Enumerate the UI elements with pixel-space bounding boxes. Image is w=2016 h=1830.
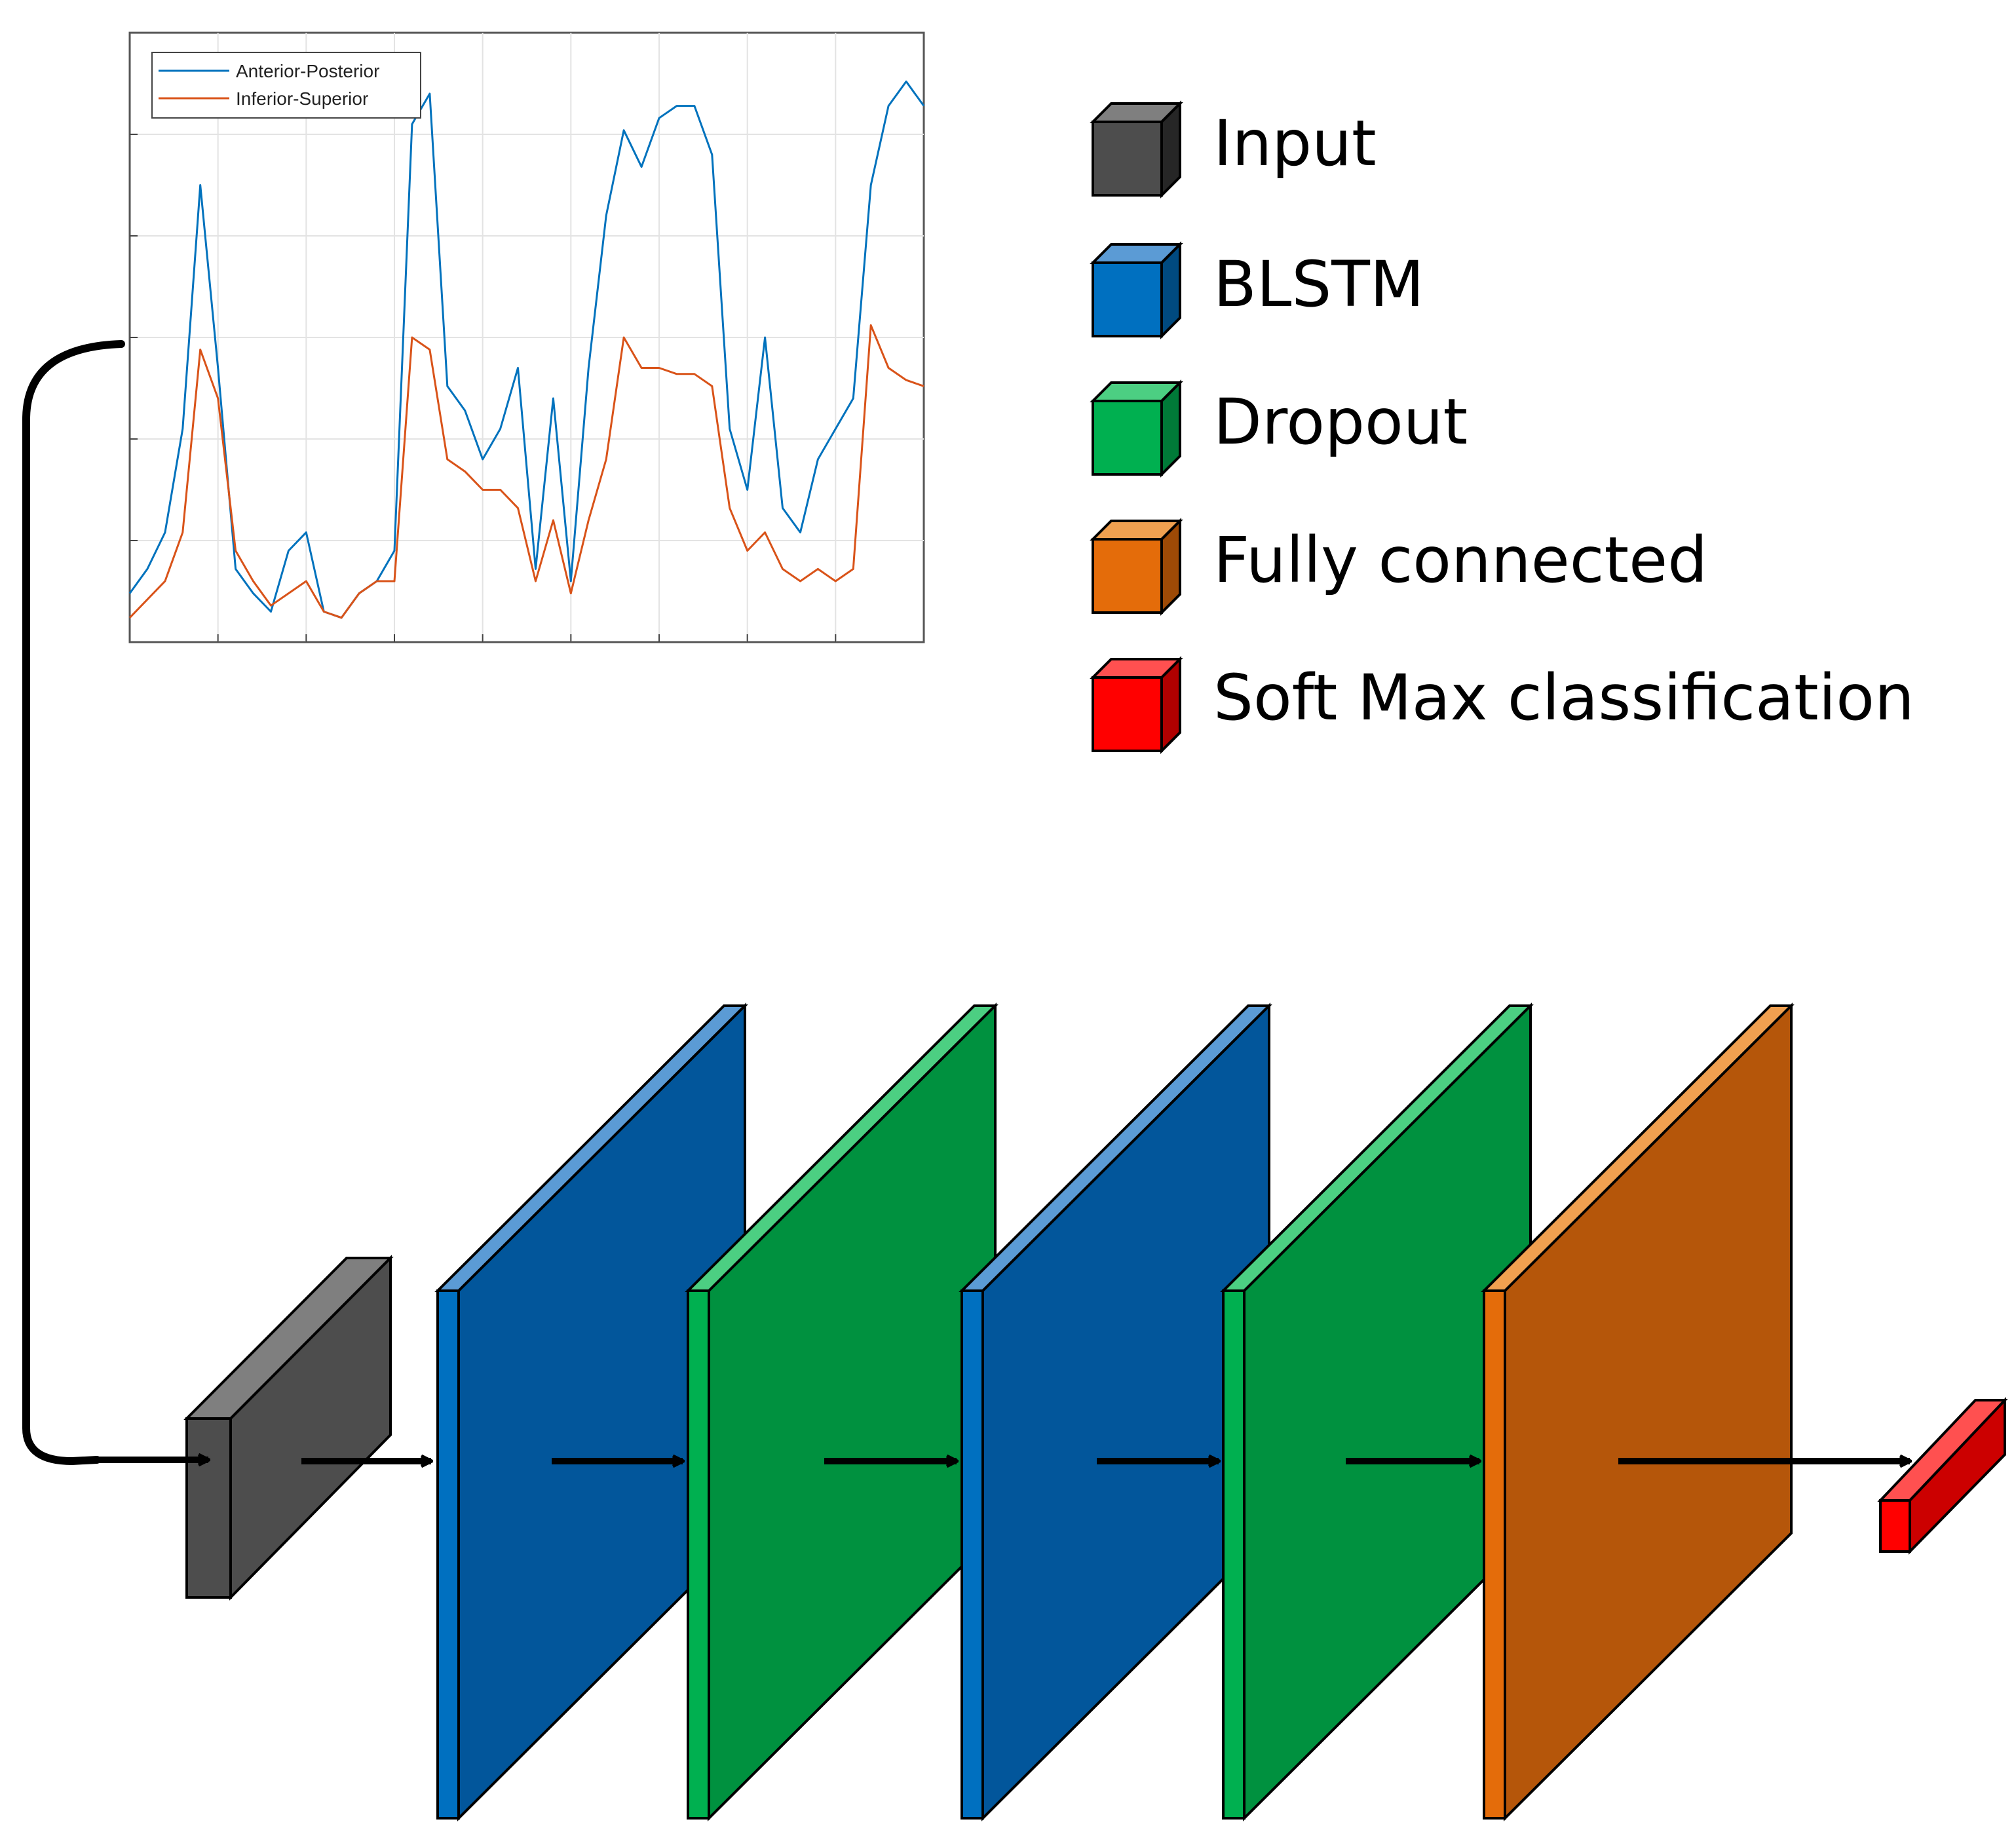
legend-swatch-blstm [1092,261,1163,337]
series-line-inferior-superior [128,324,924,619]
chart-to-input-connector [22,340,125,1466]
layer-dropout-2 [1220,1002,1534,1821]
legend-swatch-input [1092,121,1163,197]
layer-fully-connected [1481,1002,1795,1821]
legend-label-dropout: Dropout [1213,385,1468,459]
chart-legend: Anterior-Posterior Inferior-Superior [151,52,421,119]
network-layers [183,1002,2008,1821]
legend-swatch-softmax [1092,676,1163,752]
layer-softmax [1877,1396,2008,1555]
legend-label-input: Input [1213,107,1377,180]
layer-input [183,1255,394,1601]
legend-item-softmax: Soft Max classification [1090,656,1914,754]
chart-lines [128,80,925,619]
chart-legend-box [151,52,421,119]
series-line-anterior-posterior [128,80,925,619]
legend-label-blstm: BLSTM [1213,248,1424,321]
flow-arrows [98,1460,1910,1461]
input-signal-chart: Anterior-Posterior Inferior-Superior [128,31,925,643]
chart-grid [130,33,924,642]
legend-item-fully-connected: Fully connected [1090,518,1707,616]
legend-item-input: Input [1090,100,1377,199]
legend-label-inferior-superior: Inferior-Superior [236,88,368,109]
legend-label-fully-connected: Fully connected [1213,524,1707,597]
layer-dropout-1 [685,1002,998,1821]
legend-swatch-fully-connected [1092,538,1163,614]
layer-legend: Input BLSTM Dropout Fully connected Soft… [1090,100,1914,754]
layer-blstm-2 [959,1002,1272,1821]
legend-label-softmax: Soft Max classification [1213,661,1914,734]
legend-label-anterior-posterior: Anterior-Posterior [236,61,379,81]
layer-blstm-1 [434,1002,748,1821]
chart-ticks [130,134,837,642]
legend-swatch-dropout [1092,400,1163,476]
legend-item-dropout: Dropout [1090,379,1468,478]
legend-item-blstm: BLSTM [1090,241,1424,339]
